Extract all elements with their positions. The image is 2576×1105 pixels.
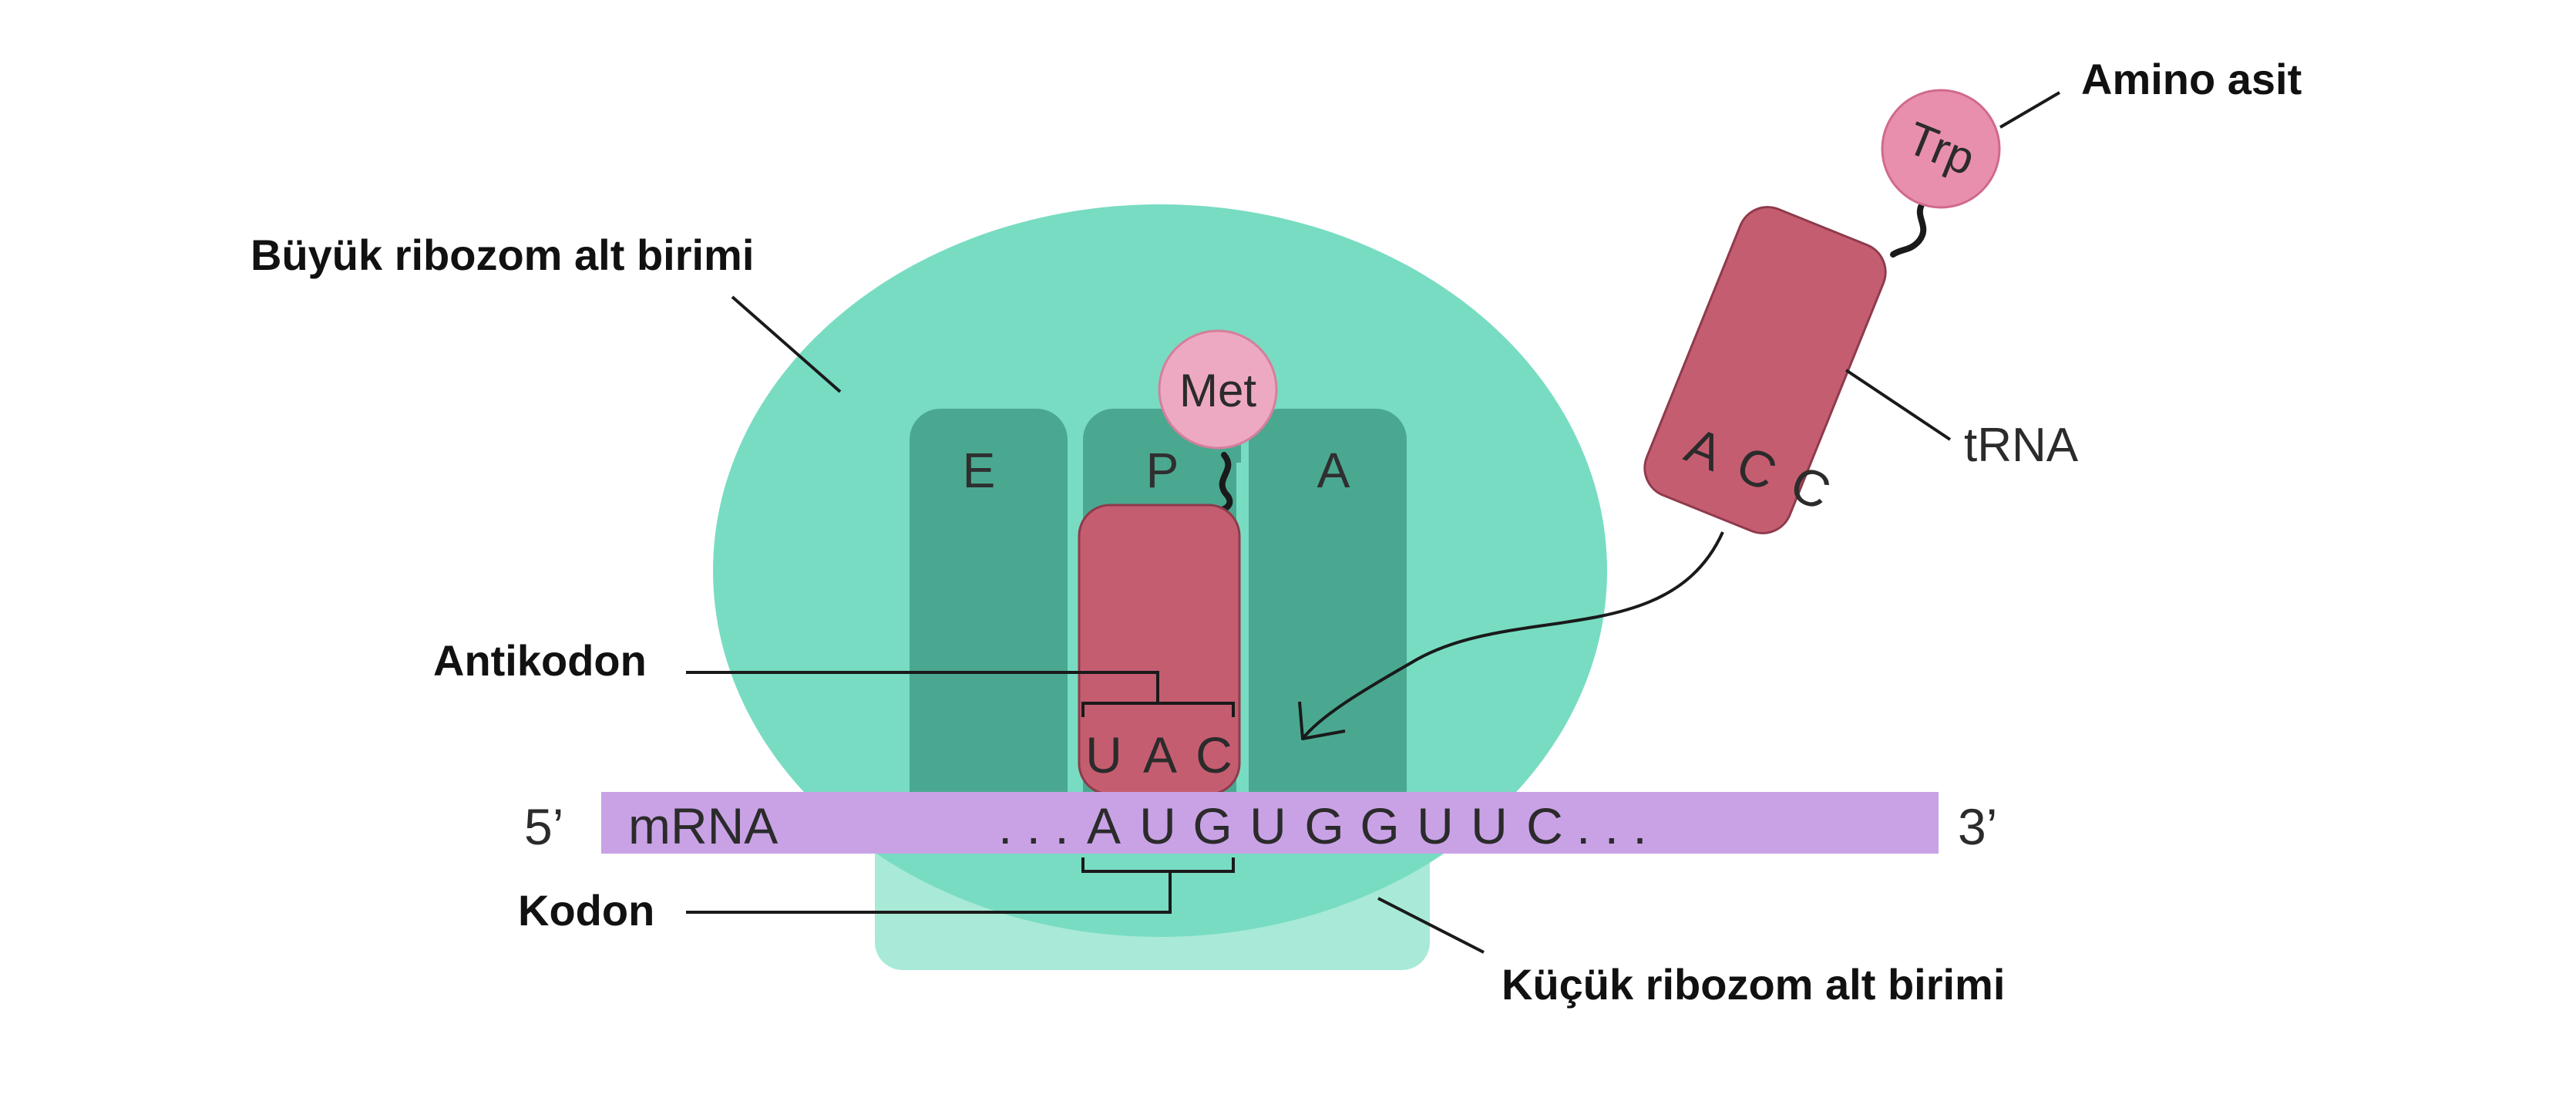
small-subunit-leader [1377, 897, 1485, 954]
anticodon-base-2: A [1143, 726, 1177, 783]
large-subunit-label: Büyük ribozom alt birimi [251, 231, 754, 279]
amino-acid-label: Amino asit [2081, 55, 2302, 103]
mrna-strand [601, 792, 1939, 854]
met-amino-acid [1158, 329, 1278, 450]
p-site-label: P [1146, 443, 1179, 498]
codon-label: Kodon [518, 886, 654, 935]
codon-leader [686, 871, 1172, 914]
three-prime-label: 3’ [1958, 798, 1997, 855]
trp-linker [1890, 199, 1927, 258]
trna-leader [1845, 369, 1952, 441]
incoming-trna [1643, 206, 1887, 534]
anticodon-leader [686, 671, 1159, 703]
mrna-base-9: C [1526, 797, 1563, 854]
e-site-label: E [963, 443, 996, 498]
mrna-base-4: U [1249, 797, 1286, 854]
mrna-base-7: U [1417, 797, 1454, 854]
anticodon-base-1: U [1085, 726, 1122, 783]
mrna-prefix-dots: . . . [998, 797, 1069, 854]
e-site [910, 409, 1068, 837]
anticodon-label: Antikodon [433, 636, 647, 685]
five-prime-label: 5’ [524, 798, 563, 855]
a-site [1249, 409, 1407, 837]
trp-amino-acid [1881, 89, 2001, 209]
codon-base-2: U [1139, 797, 1176, 854]
met-label: Met [1179, 365, 1256, 416]
codon-bracket [1081, 857, 1235, 873]
amino-acid-leader [1999, 91, 2061, 129]
mrna-base-6: G [1360, 797, 1399, 854]
trna-label: tRNA [1964, 419, 2079, 472]
mrna-base-5: G [1304, 797, 1343, 854]
codon-base-3: G [1192, 797, 1232, 854]
incoming-trna-group [1643, 206, 1887, 534]
mrna-label: mRNA [628, 797, 778, 854]
arrow-head [1298, 701, 1346, 740]
codon-base-1: A [1087, 797, 1121, 854]
mrna-base-8: U [1471, 797, 1508, 854]
incoming-arrow [1301, 531, 1724, 740]
mrna-suffix-dots: . . . [1576, 797, 1647, 854]
anticodon-base-3: C [1196, 726, 1233, 783]
small-subunit-label: Küçük ribozom alt birimi [1502, 960, 2005, 1009]
a-site-label: A [1317, 443, 1350, 498]
large-subunit-leader [731, 295, 842, 393]
